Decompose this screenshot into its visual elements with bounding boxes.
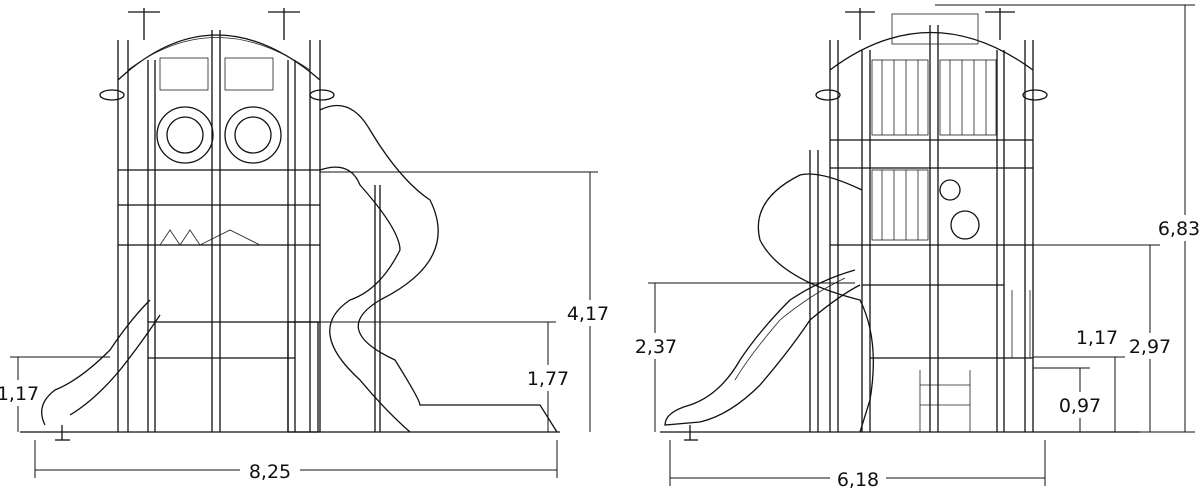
side-width-label: 6,18 xyxy=(837,469,879,491)
front-view-structure xyxy=(20,8,560,441)
side-low-height-label: 0,97 xyxy=(1059,395,1101,417)
side-platform-height-label: 2,97 xyxy=(1129,336,1171,358)
front-small-slide-height-label: 1,17 xyxy=(0,383,39,405)
side-overall-height-label: 6,83 xyxy=(1158,218,1200,240)
side-slide-height-label: 2,37 xyxy=(635,336,677,358)
front-total-height-label: 4,17 xyxy=(567,303,609,325)
front-platform-height-label: 1,77 xyxy=(527,368,569,390)
side-mid-height-label: 1,17 xyxy=(1076,327,1118,349)
side-view-structure xyxy=(660,8,1140,441)
front-width-label: 8,25 xyxy=(249,461,291,483)
